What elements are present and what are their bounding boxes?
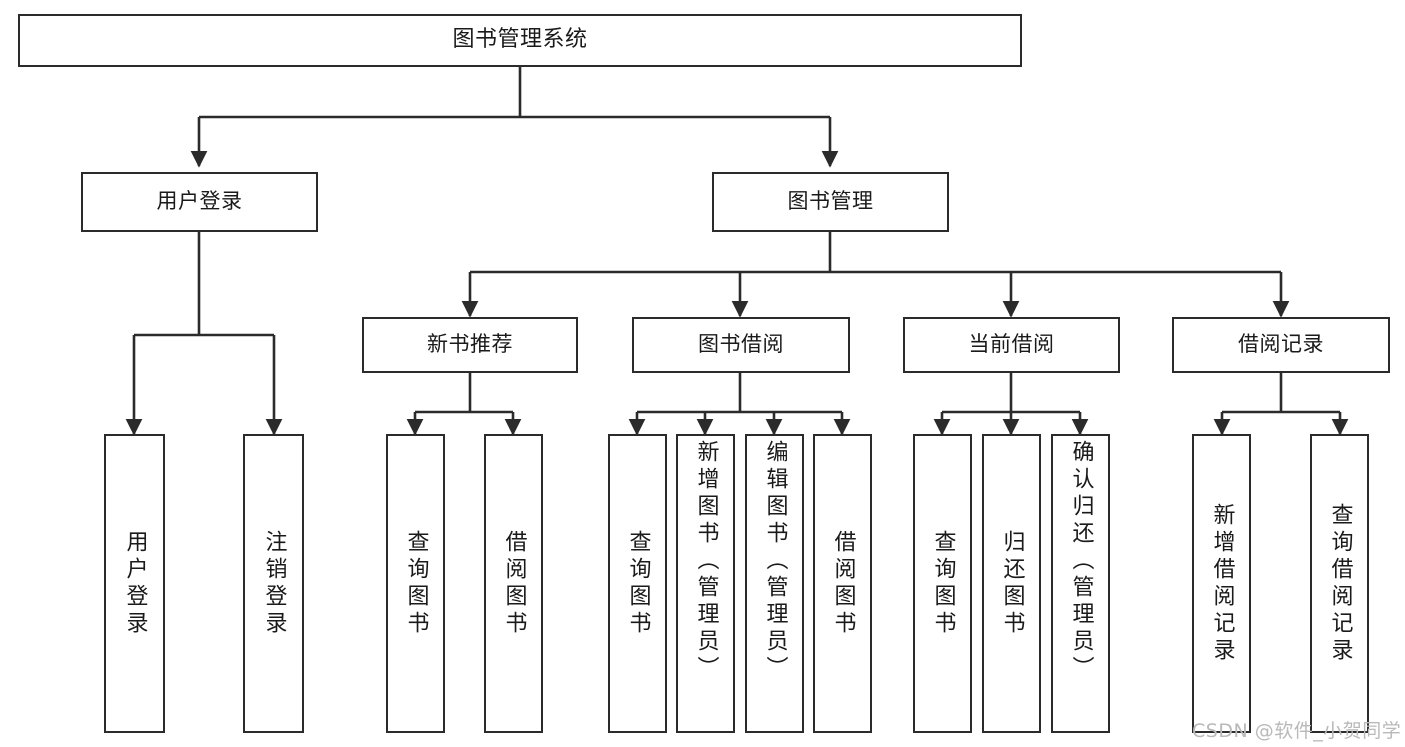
leaf-borrow-book[interactable]: 借阅图书 (813, 434, 872, 733)
node-user-login[interactable]: 用户登录 (81, 172, 318, 232)
node-label: 借阅图书 (830, 529, 856, 638)
node-label: 查询图书 (403, 529, 429, 638)
node-label: 查询图书 (930, 529, 956, 638)
node-label: 编辑图书（管理员） (762, 440, 788, 683)
node-label: 用户登录 (122, 529, 148, 638)
node-new-book-recommend[interactable]: 新书推荐 (362, 317, 578, 373)
node-label: 归还图书 (999, 529, 1025, 638)
node-label: 借阅记录 (1238, 332, 1324, 357)
leaf-borrow-query-book[interactable]: 查询图书 (608, 434, 667, 733)
leaf-user-logout[interactable]: 注销登录 (243, 434, 304, 733)
node-label: 图书借阅 (698, 332, 784, 357)
leaf-return-book[interactable]: 归还图书 (982, 434, 1041, 733)
node-label: 查询图书 (625, 529, 651, 638)
node-label: 确认归还（管理员） (1068, 440, 1094, 683)
leaf-edit-book-admin[interactable]: 编辑图书（管理员） (745, 434, 804, 733)
node-current-borrow[interactable]: 当前借阅 (903, 317, 1120, 373)
node-label: 图书管理 (787, 189, 874, 214)
leaf-current-query-book[interactable]: 查询图书 (913, 434, 972, 733)
node-label: 新增图书（管理员） (693, 440, 719, 683)
leaf-new-book-borrow[interactable]: 借阅图书 (484, 434, 543, 733)
node-book-management[interactable]: 图书管理 (712, 172, 949, 232)
node-label: 图书管理系统 (452, 27, 588, 53)
leaf-query-borrow-record[interactable]: 查询借阅记录 (1310, 434, 1369, 733)
node-label: 借阅图书 (501, 529, 527, 638)
node-label: 新书推荐 (427, 332, 513, 357)
leaf-add-borrow-record[interactable]: 新增借阅记录 (1192, 434, 1251, 733)
node-book-borrow[interactable]: 图书借阅 (632, 317, 850, 373)
leaf-confirm-return-admin[interactable]: 确认归还（管理员） (1051, 434, 1110, 733)
leaf-add-book-admin[interactable]: 新增图书（管理员） (676, 434, 735, 733)
node-borrow-record[interactable]: 借阅记录 (1172, 317, 1390, 373)
node-label: 注销登录 (261, 529, 287, 638)
node-label: 新增借阅记录 (1209, 502, 1235, 665)
leaf-user-login[interactable]: 用户登录 (104, 434, 165, 733)
node-label: 查询借阅记录 (1327, 502, 1353, 665)
csdn-watermark: CSDN @软件_小贺同学 (1192, 720, 1402, 742)
node-root-system[interactable]: 图书管理系统 (18, 14, 1022, 67)
node-label: 用户登录 (156, 189, 243, 214)
node-label: 当前借阅 (968, 332, 1055, 357)
leaf-new-book-query[interactable]: 查询图书 (386, 434, 445, 733)
